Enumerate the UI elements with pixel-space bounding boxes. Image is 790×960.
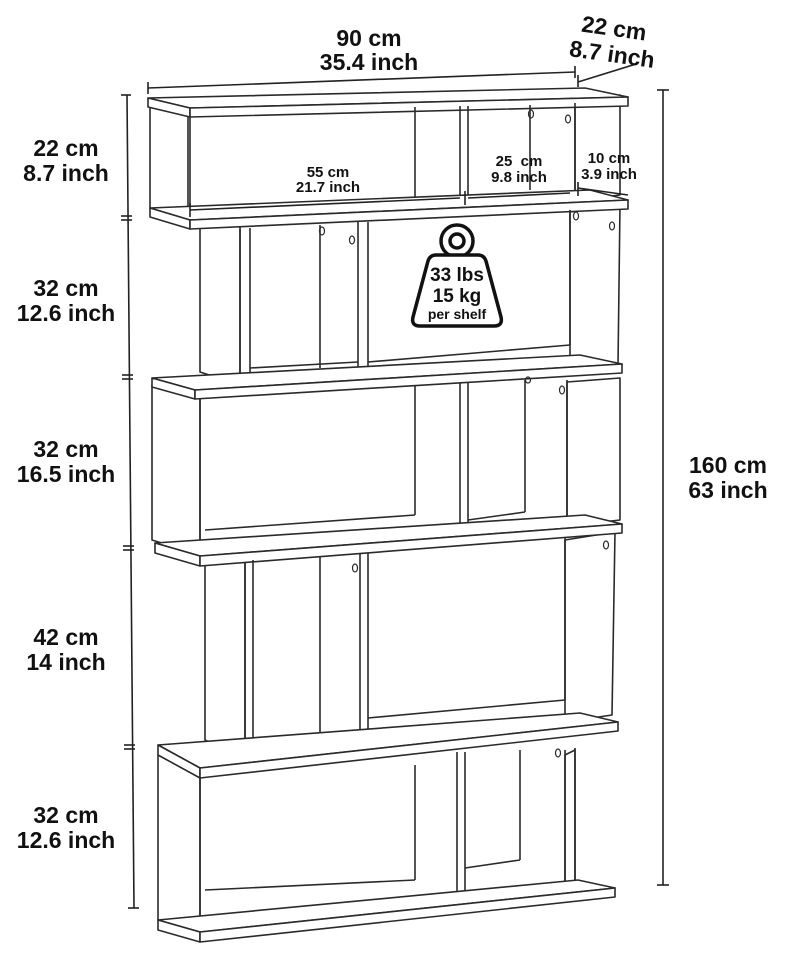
section-2-cm-label: 32 cm [33, 275, 98, 301]
width-inch-label: 35.4 inch [320, 49, 418, 75]
compartment-2-cm-label: 25 cm [496, 153, 543, 170]
height-total-inch-label: 63 inch [688, 477, 767, 503]
section-2-inch-label: 12.6 inch [17, 300, 115, 326]
width-cm-label: 90 cm [336, 25, 401, 51]
top-board [147, 87, 629, 118]
section-1-cm-label: 22 cm [33, 135, 98, 161]
bookshelf-drawing [147, 87, 629, 943]
load-lbs-label: 33 lbs [430, 265, 484, 286]
section-3-inch-label: 16.5 inch [17, 461, 115, 487]
section-1-inch-label: 8.7 inch [23, 160, 109, 186]
section-4-inch-label: 14 inch [26, 649, 105, 675]
section-4-cm-label: 42 cm [33, 624, 98, 650]
section-5-inch-label: 12.6 inch [17, 827, 115, 853]
section-3-cm-label: 32 cm [33, 436, 98, 462]
weight-icon [410, 223, 504, 328]
section-3 [154, 376, 623, 567]
section-5-cm-label: 32 cm [33, 802, 98, 828]
compartment-3-cm-label: 10 cm [588, 150, 631, 167]
compartment-1-cm-label: 55 cm [307, 164, 350, 181]
height-total-cm-label: 160 cm [689, 452, 767, 478]
section-5 [157, 748, 616, 943]
section-2 [151, 210, 623, 400]
compartment-2-inch-label: 9.8 inch [491, 169, 547, 186]
compartment-3-inch-label: 3.9 inch [581, 166, 637, 183]
load-note-label: per shelf [428, 306, 487, 322]
section-1 [149, 103, 629, 230]
compartment-1-inch-label: 21.7 inch [296, 179, 360, 196]
dimension-lines [121, 63, 669, 909]
load-kg-label: 15 kg [433, 286, 482, 307]
